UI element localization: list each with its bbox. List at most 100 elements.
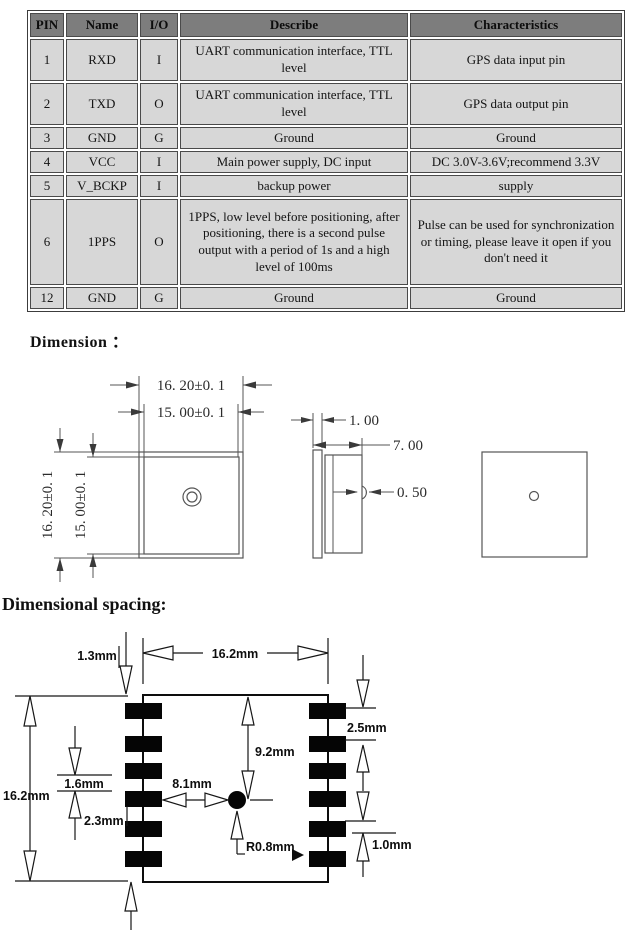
svg-text:1.6mm: 1.6mm: [64, 777, 104, 791]
dim-body-height: 16.2mm: [3, 695, 50, 882]
cell-pin: 1: [30, 39, 64, 81]
cell-name: RXD: [66, 39, 138, 81]
cell-name: GND: [66, 127, 138, 149]
col-header-characteristics: Characteristics: [410, 13, 622, 37]
svg-text:1.0mm: 1.0mm: [372, 838, 412, 852]
svg-text:16. 20±0. 1: 16. 20±0. 1: [157, 378, 225, 394]
module-body-outline: [142, 694, 329, 883]
side-bump: [361, 485, 367, 500]
table-row: 4 VCC I Main power supply, DC input DC 3…: [30, 151, 622, 173]
col-header-pin: PIN: [30, 13, 64, 37]
mounting-hole-inner: [186, 491, 198, 503]
dim-side-depth: 7. 00: [313, 438, 423, 455]
dim-top-offset: 1.3mm: [77, 632, 133, 695]
mounting-hole-outer: [182, 487, 202, 507]
svg-text:9.2mm: 9.2mm: [255, 745, 295, 759]
table-row: 6 1PPS O 1PPS, low level before position…: [30, 199, 622, 285]
cell-pin: 12: [30, 287, 64, 309]
table-row: 3 GND G Ground Ground: [30, 127, 622, 149]
cell-describe: Main power supply, DC input: [180, 151, 408, 173]
dim-top-width-outer: 16. 20±0. 1: [110, 376, 272, 452]
dim-body-width: 16.2mm: [142, 638, 329, 684]
cell-name: GND: [66, 287, 138, 309]
cell-name: VCC: [66, 151, 138, 173]
cell-pin: 3: [30, 127, 64, 149]
pin1-marker: [292, 849, 304, 861]
cell-io: I: [140, 39, 178, 81]
cell-io: I: [140, 175, 178, 197]
dim-top-width-inner: 15. 00±0. 1: [118, 404, 264, 457]
side-view: [312, 449, 367, 559]
dim-right-pitch: 2.5mm: [345, 655, 387, 822]
svg-text:1.3mm: 1.3mm: [77, 649, 117, 663]
bottom-reference-arrow: [124, 881, 138, 930]
table-row: 2 TXD O UART communication interface, TT…: [30, 83, 622, 125]
left-pads: [125, 703, 162, 867]
dim-left-height-inner: 15. 00±0. 1: [73, 433, 144, 578]
cell-characteristics: Ground: [410, 287, 622, 309]
center-hole: [228, 791, 246, 809]
col-header-describe: Describe: [180, 13, 408, 37]
cell-pin: 5: [30, 175, 64, 197]
dim-side-lid: 1. 00: [291, 413, 379, 448]
dim-side-bump: 0. 50: [333, 485, 427, 501]
dim-center-x: 8.1mm: [160, 777, 231, 808]
front-view: [138, 451, 244, 559]
cell-name: 1PPS: [66, 199, 138, 285]
cell-io: G: [140, 127, 178, 149]
cell-characteristics: Pulse can be used for synchronization or…: [410, 199, 622, 285]
dimensional-spacing-heading: Dimensional spacing:: [2, 594, 167, 614]
svg-text:16.2mm: 16.2mm: [212, 647, 259, 661]
col-header-io: I/O: [140, 13, 178, 37]
pin-table: PIN Name I/O Describe Characteristics 1 …: [27, 10, 625, 312]
svg-text:15. 00±0. 1: 15. 00±0. 1: [157, 405, 225, 421]
cell-pin: 2: [30, 83, 64, 125]
cell-describe: backup power: [180, 175, 408, 197]
cell-name: TXD: [66, 83, 138, 125]
cell-characteristics: Ground: [410, 127, 622, 149]
pin-table-container: PIN Name I/O Describe Characteristics 1 …: [27, 10, 625, 312]
cell-characteristics: GPS data input pin: [410, 39, 622, 81]
cell-describe: Ground: [180, 287, 408, 309]
table-row: 1 RXD I UART communication interface, TT…: [30, 39, 622, 81]
dim-hole-radius: R0.8mm: [230, 810, 295, 855]
svg-text:15. 00±0. 1: 15. 00±0. 1: [73, 471, 89, 539]
cell-characteristics: DC 3.0V-3.6V;recommend 3.3V: [410, 151, 622, 173]
right-pads: [309, 703, 346, 867]
cell-describe: UART communication interface, TTL level: [180, 39, 408, 81]
cell-describe: Ground: [180, 127, 408, 149]
cell-io: I: [140, 151, 178, 173]
cell-name: V_BCKP: [66, 175, 138, 197]
cell-pin: 6: [30, 199, 64, 285]
table-header-row: PIN Name I/O Describe Characteristics: [30, 13, 622, 37]
dim-pad-pitch: 2.3mm: [84, 806, 128, 828]
svg-text:1. 00: 1. 00: [349, 413, 379, 429]
col-header-name: Name: [66, 13, 138, 37]
svg-text:0. 50: 0. 50: [397, 485, 427, 501]
dim-left-height-outer: 16. 20±0. 1: [40, 428, 139, 582]
dim-pad-height: 1.6mm: [57, 726, 112, 840]
cell-describe: UART communication interface, TTL level: [180, 83, 408, 125]
cell-io: G: [140, 287, 178, 309]
svg-text:2.3mm: 2.3mm: [84, 814, 124, 828]
svg-text:16.2mm: 16.2mm: [3, 789, 50, 803]
cell-characteristics: GPS data output pin: [410, 83, 622, 125]
svg-text:8.1mm: 8.1mm: [172, 777, 212, 791]
dim-pad-gap: 1.0mm: [352, 832, 412, 877]
svg-text:R0.8mm: R0.8mm: [246, 840, 295, 854]
cell-io: O: [140, 83, 178, 125]
back-view: [481, 451, 588, 558]
back-hole: [528, 490, 540, 502]
svg-text:2.5mm: 2.5mm: [347, 721, 387, 735]
table-row: 5 V_BCKP I backup power supply: [30, 175, 622, 197]
footprint-drawing: 16.2mm 1.3mm 16.2mm 1.6mm 2.3mm 8.1mm: [3, 632, 412, 930]
dimension-drawing: 16. 20±0. 1 15. 00±0. 1 16. 20±0. 1 15. …: [40, 376, 588, 582]
svg-text:7. 00: 7. 00: [393, 438, 423, 454]
cell-describe: 1PPS, low level before positioning, afte…: [180, 199, 408, 285]
cell-io: O: [140, 199, 178, 285]
cell-characteristics: supply: [410, 175, 622, 197]
svg-text:16. 20±0. 1: 16. 20±0. 1: [40, 471, 56, 539]
dimension-heading: Dimension ：: [30, 334, 129, 351]
dim-center-y: 9.2mm: [241, 696, 295, 801]
table-row: 12 GND G Ground Ground: [30, 287, 622, 309]
